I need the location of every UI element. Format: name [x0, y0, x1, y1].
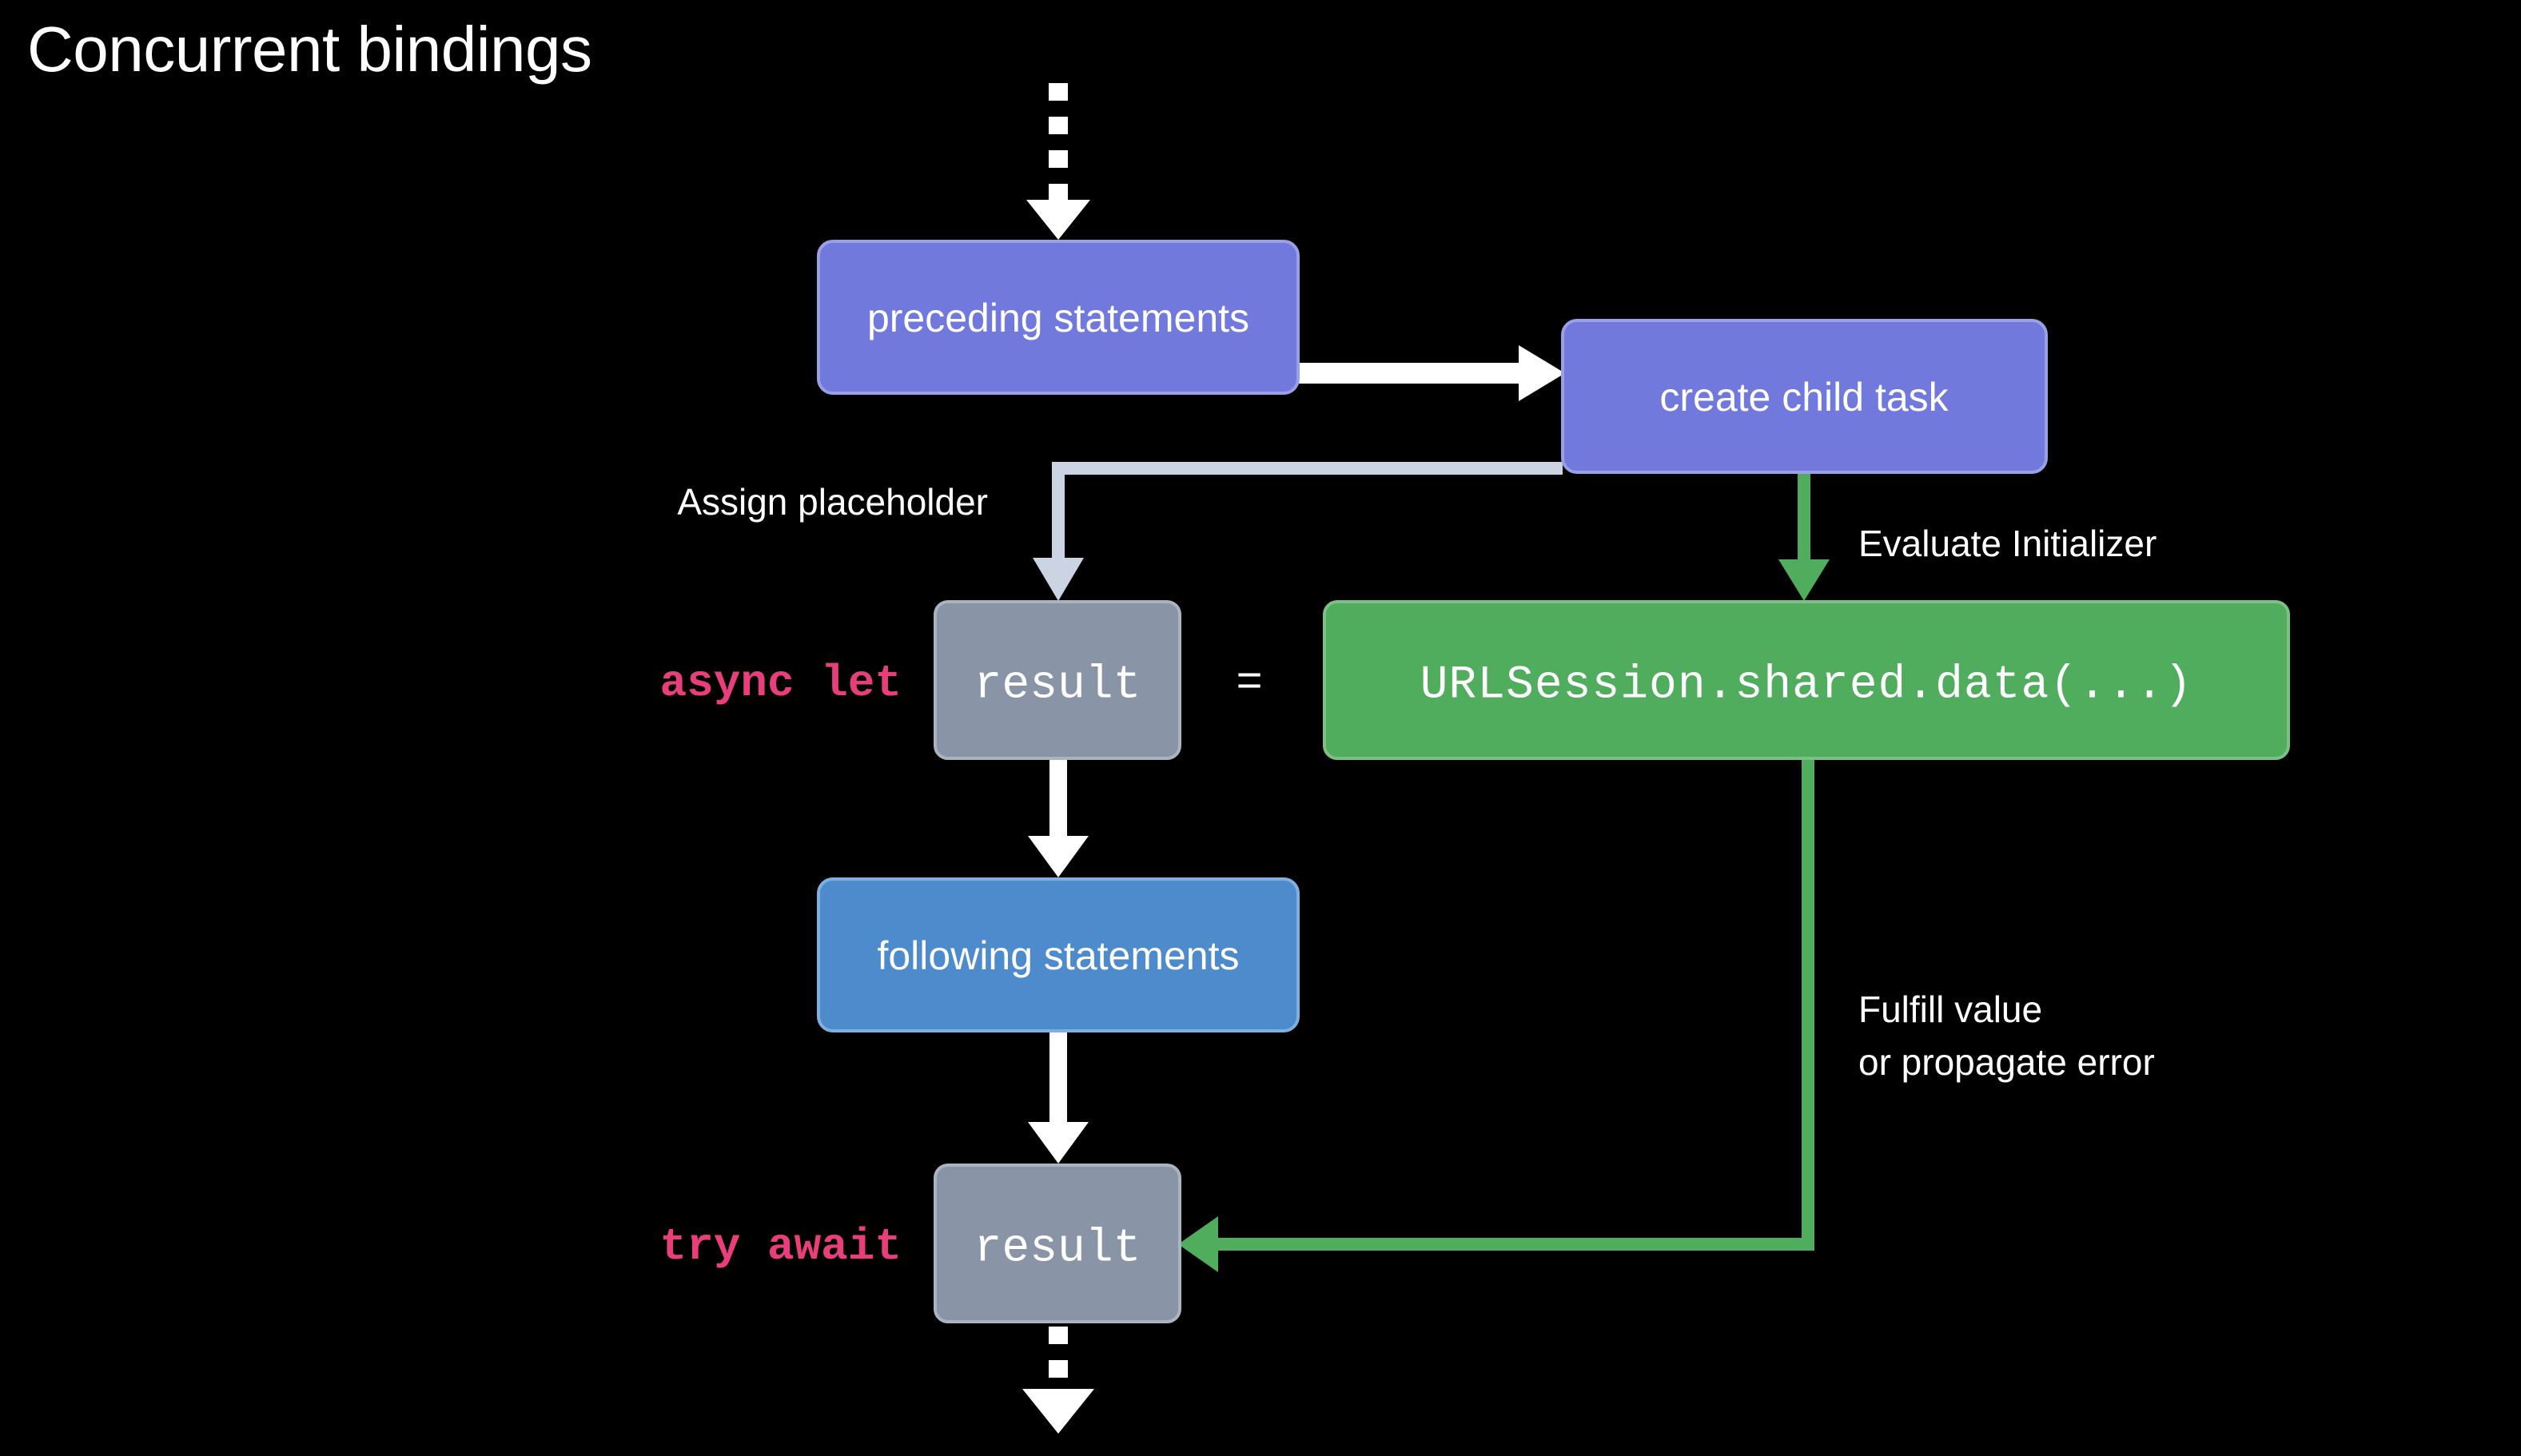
result-to-following-arrow	[1028, 758, 1089, 877]
create-child-task-box[interactable]	[1561, 319, 2048, 474]
result-top-box[interactable]	[934, 600, 1181, 760]
result-top-label: result	[974, 659, 1141, 711]
assign-placeholder-arrow	[1033, 462, 1563, 601]
node-result-top[interactable]: result	[934, 600, 1181, 760]
annotation-fulfill-value-line2: or propagate error	[1858, 1041, 2155, 1083]
equals-sign: =	[1236, 658, 1263, 709]
node-following-statements[interactable]: following statements	[817, 877, 1300, 1032]
async-let-keyword: async let	[660, 658, 902, 709]
result-bottom-box[interactable]	[934, 1164, 1181, 1323]
annotation-fulfill-value-line1: Fulfill value	[1858, 989, 2042, 1030]
annotation-assign-placeholder: Assign placeholder	[677, 481, 988, 523]
preceding-statements-box[interactable]	[817, 240, 1300, 395]
exit-dotted-arrow	[1022, 1327, 1094, 1434]
preceding-to-create-child-task-arrow	[1298, 345, 1565, 401]
following-to-result-arrow	[1028, 1031, 1089, 1164]
following-statements-label: following statements	[877, 933, 1239, 978]
node-create-child-task[interactable]: create child task	[1561, 319, 2048, 474]
preceding-statements-label: preceding statements	[867, 296, 1249, 340]
fulfill-value-arrow	[1178, 758, 1814, 1272]
following-statements-box[interactable]	[817, 877, 1300, 1032]
initializer-label: URLSession.shared.data(...)	[1420, 659, 2193, 711]
annotation-evaluate-initializer: Evaluate Initializer	[1858, 523, 2157, 564]
try-await-keyword: try await	[660, 1221, 902, 1272]
create-child-task-label: create child task	[1659, 375, 1949, 420]
node-result-bottom[interactable]: result	[934, 1164, 1181, 1323]
entry-dotted-arrow	[1026, 83, 1090, 240]
initializer-box[interactable]	[1323, 600, 2290, 760]
node-initializer-expression[interactable]: URLSession.shared.data(...)	[1323, 600, 2290, 760]
evaluate-initializer-arrow	[1778, 472, 1830, 601]
node-preceding-statements[interactable]: preceding statements	[817, 240, 1300, 395]
result-bottom-label: result	[974, 1223, 1141, 1275]
page-title: Concurrent bindings	[27, 14, 592, 85]
